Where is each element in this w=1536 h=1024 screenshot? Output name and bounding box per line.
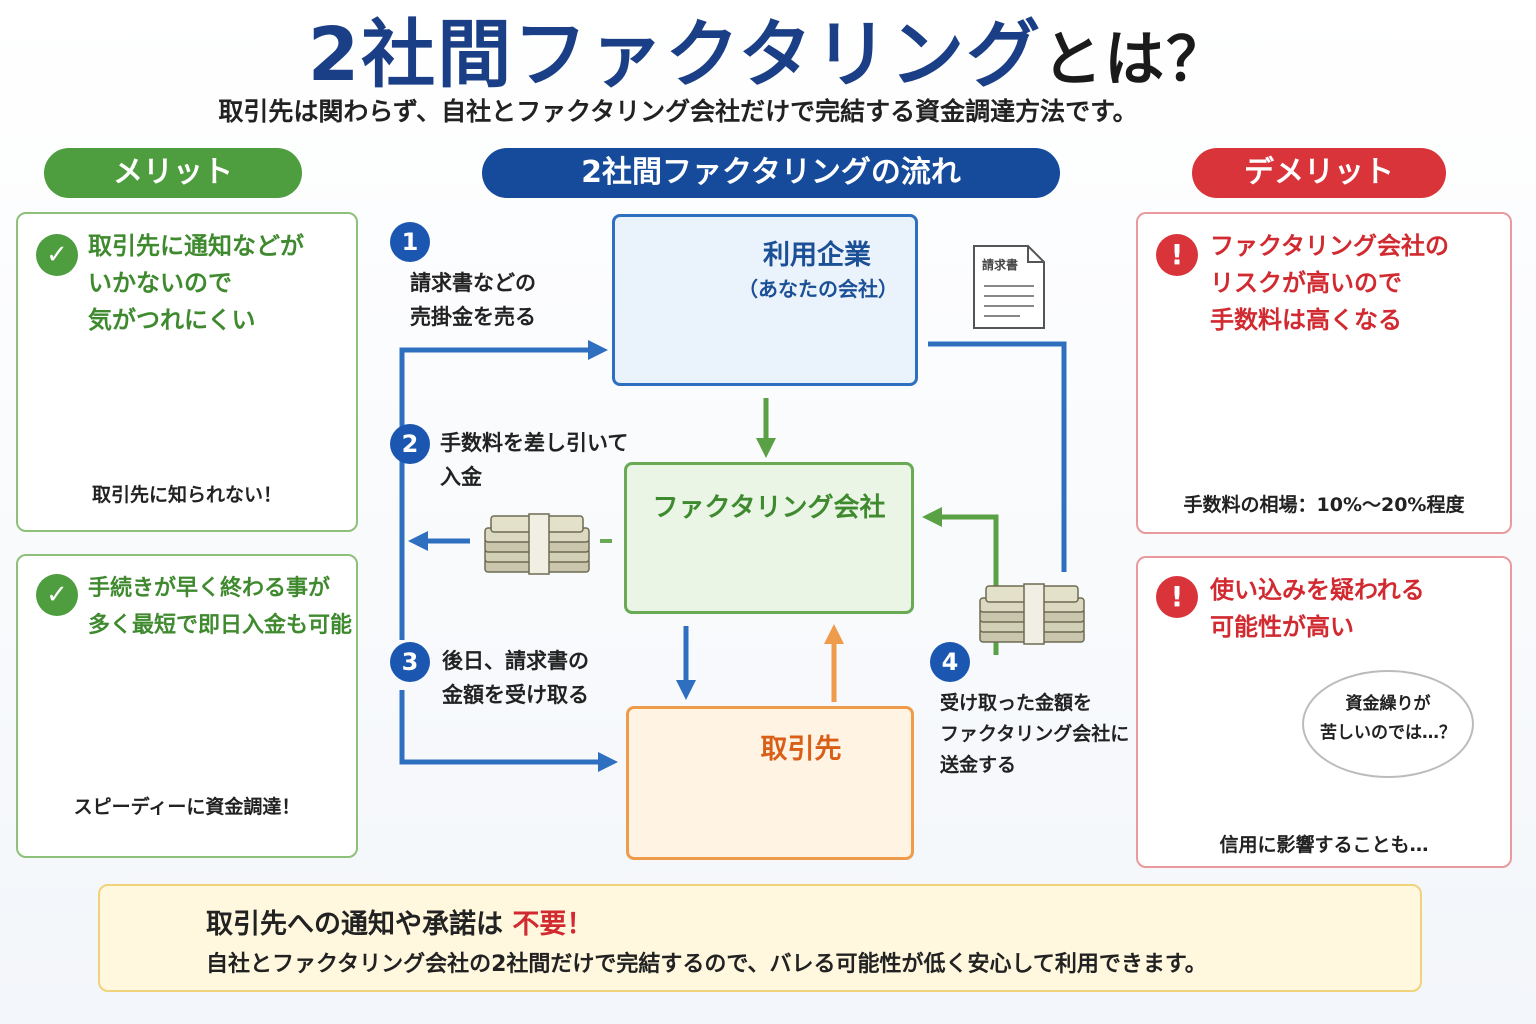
step-2-text: 手数料を差し引いて 入金 [440,431,629,489]
check-icon: ✓ [36,234,78,276]
thought-bubble: 資金繰りが 苦しいのでは…？ [1302,670,1474,778]
arrow-step1 [399,340,608,416]
step-1-number: 1 [390,222,430,262]
check-icon: ✓ [36,574,78,616]
demerit-heading: デメリット [1192,148,1446,198]
money-icon-step2 [484,513,590,575]
step-3-text: 後日、請求書の 金額を受け取る [442,649,589,707]
invoice-label: 請求書 [982,258,1019,272]
banner-body: 自社とファクタリング会社の2社間だけで完結するので、バレる可能性が低く安心して利… [206,952,1207,977]
demerit-card-2-caption: 信用に影響することも… [1219,834,1429,856]
step-4-number: 4 [930,642,970,682]
demerit-card-1: ! ファクタリング会社の リスクが高いので 手数料は高くなる 手数料の相場：10… [1136,212,1512,534]
step-4-text: 受け取った金額を ファクタリング会社に 送金する [940,692,1130,776]
client-name: 取引先 [760,734,842,765]
step-1-text: 請求書などの 売掛金を売る [410,271,536,329]
banner-emphasis: 不要！ [512,909,594,940]
arrow-step3 [399,690,618,772]
merit-card-2-caption: スピーディーに資金調達！ [73,796,301,818]
invoice-icon [973,245,1045,329]
info-banner: 取引先への通知や承諾は 不要！ 自社とファクタリング会社の2社間だけで完結するの… [98,884,1422,992]
user-company-name: 利用企業 [763,240,871,271]
demerit-card-1-caption: 手数料の相場：10%〜20%程度 [1183,494,1465,516]
demerit-card-2-title: 使い込みを疑われる 可能性が高い [1210,576,1425,641]
client-box: 取引先 [626,706,914,860]
page-title: 2社間ファクタリングとは？ [0,10,1536,105]
arrow-right-connector [928,341,1067,572]
factoring-company-box: ファクタリング会社 [624,462,914,614]
money-icon-step4 [979,583,1085,645]
title-main: 2社間ファクタリング [307,12,1043,98]
merit-card-2-title: 手続きが早く終わる事が 多く最短で即日入金も可能 [88,576,353,638]
banner-title: 取引先への通知や承諾は 不要！ [206,909,594,940]
merit-card-2: ✓ 手続きが早く終わる事が 多く最短で即日入金も可能 スピーディーに資金調達！ [16,554,358,858]
step-3-number: 3 [390,642,430,682]
merit-heading: メリット [44,148,302,198]
merit-card-1-caption: 取引先に知られない！ [91,484,282,506]
page-subtitle: 取引先は関わらず、自社とファクタリング会社だけで完結する資金調達方法です。 [218,97,1138,126]
user-company-sub: （あなたの会社） [738,277,898,301]
title-suffix: とは？ [1042,25,1229,95]
user-company-box: 利用企業 （あなたの会社） [612,214,918,386]
warning-icon: ! [1156,234,1198,276]
demerit-card-1-title: ファクタリング会社の リスクが高いので 手数料は高くなる [1210,232,1450,334]
flow-heading: 2社間ファクタリングの流れ [482,148,1060,198]
merit-card-1: ✓ 取引先に通知などが いかないので 気がつれにくい 取引先に知られない！ [16,212,358,532]
factoring-company-name: ファクタリング会社 [652,493,886,523]
step-2-number: 2 [390,424,430,464]
warning-icon: ! [1156,576,1198,618]
merit-card-1-title: 取引先に通知などが いかないので 気がつれにくい [88,232,304,334]
